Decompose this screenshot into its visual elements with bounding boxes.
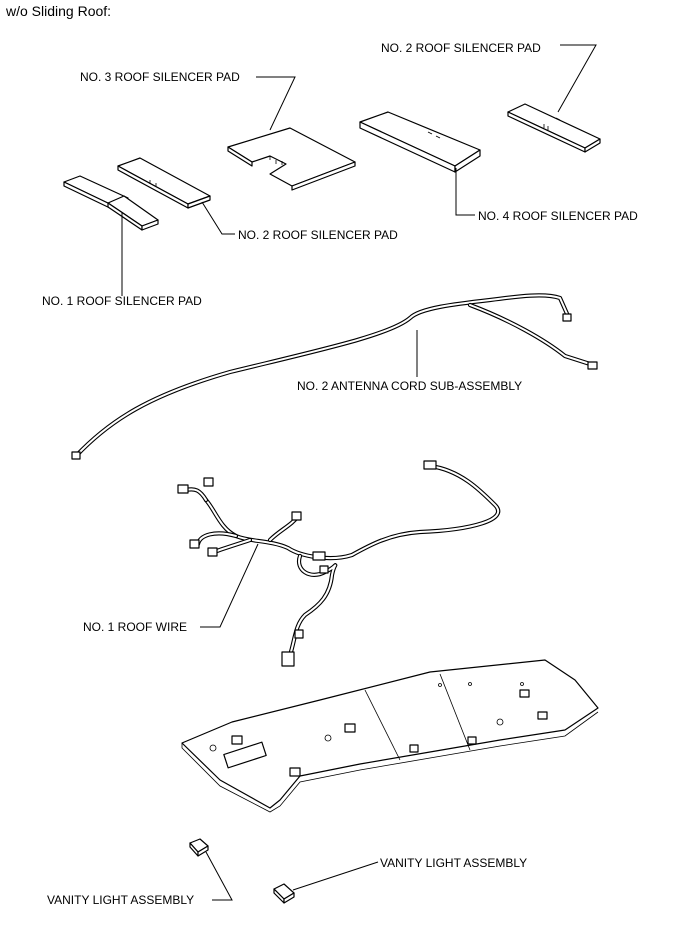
no4-roof-silencer-pad [359, 111, 481, 173]
label-no3-roof-silencer-pad: NO. 3 ROOF SILENCER PAD [80, 70, 240, 84]
label-no4-roof-silencer-pad: NO. 4 ROOF SILENCER PAD [478, 209, 638, 223]
diagram-title: w/o Sliding Roof: [5, 3, 111, 19]
label-vanity-light-assembly-left: VANITY LIGHT ASSEMBLY [47, 893, 194, 907]
label-no2-roof-silencer-pad-mid: NO. 2 ROOF SILENCER PAD [238, 228, 398, 242]
leader-lines [121, 44, 597, 901]
no2-roof-silencer-pad-top [507, 103, 601, 153]
label-no2-antenna-cord-sub-assembly: NO. 2 ANTENNA CORD SUB-ASSEMBLY [297, 379, 522, 393]
label-no2-roof-silencer-pad-top: NO. 2 ROOF SILENCER PAD [381, 41, 541, 55]
vanity-light-assembly-right [273, 883, 295, 904]
no1-roof-wire [177, 460, 501, 667]
label-vanity-light-assembly-right: VANITY LIGHT ASSEMBLY [380, 856, 527, 870]
roof-headlining [181, 659, 599, 813]
label-no1-roof-wire: NO. 1 ROOF WIRE [83, 620, 187, 634]
no2-roof-silencer-pad-mid [117, 157, 211, 209]
vanity-light-assembly-left [189, 838, 209, 857]
label-no1-roof-silencer-pad: NO. 1 ROOF SILENCER PAD [42, 294, 202, 308]
no3-roof-silencer-pad [227, 127, 356, 191]
no1-roof-silencer-pad [63, 175, 159, 231]
no2-antenna-cord-sub-assembly [71, 293, 598, 460]
